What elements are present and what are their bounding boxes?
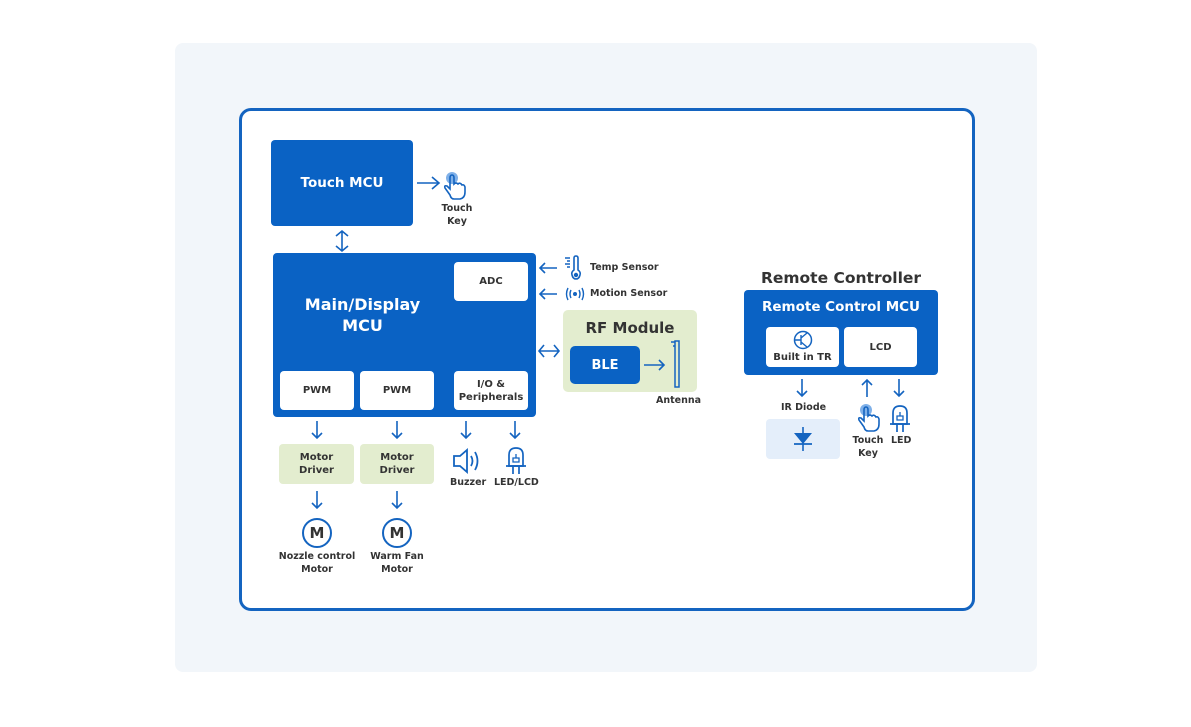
led-icon (506, 447, 526, 474)
arrow-down-icon (311, 491, 323, 510)
warm-fan-motor-label: Warm Fan Motor (370, 551, 424, 575)
arrow-down-icon (311, 421, 323, 440)
nozzle-motor-label: Nozzle control Motor (278, 551, 356, 575)
motor-icon: M (382, 518, 412, 548)
motor-icon: M (302, 518, 332, 548)
rf-module-title: RF Module (585, 319, 675, 337)
arrow-right-icon (417, 176, 441, 190)
arrow-left-icon (538, 262, 557, 274)
speaker-icon (453, 448, 479, 474)
arrow-down-icon (391, 491, 403, 510)
bidirectional-arrow-icon (537, 344, 561, 358)
pwm-box-2: PWM (360, 371, 434, 410)
remote-led-label: LED (891, 435, 912, 446)
arrow-down-icon (509, 421, 521, 440)
buzzer-label: Buzzer (450, 477, 487, 488)
arrow-right-icon (644, 359, 666, 371)
pwm-box-1: PWM (280, 371, 354, 410)
io-peripherals-box: I/O & Peripherals (454, 371, 528, 410)
ir-diode-label: IR Diode (781, 402, 827, 413)
motor-driver-box-2: Motor Driver (360, 444, 434, 484)
touch-mcu-block: Touch MCU (271, 140, 413, 226)
arrow-left-icon (538, 288, 557, 300)
motor-driver-box-1: Motor Driver (279, 444, 354, 484)
adc-box: ADC (454, 262, 528, 301)
motion-sensor-label: Motion Sensor (590, 288, 668, 299)
remote-touch-key-label: Touch Key (852, 435, 884, 459)
touch-hand-icon (857, 404, 880, 432)
diode-icon (794, 427, 812, 451)
antenna-label: Antenna (656, 395, 702, 406)
ble-block: BLE (570, 346, 640, 384)
thermometer-icon (565, 255, 582, 280)
led-lcd-label: LED/LCD (494, 477, 539, 488)
touch-key-label: Touch Key (441, 203, 473, 227)
temp-sensor-label: Temp Sensor (590, 262, 659, 273)
remote-controller-title: Remote Controller (760, 269, 922, 287)
transistor-icon (793, 330, 812, 350)
led-icon (890, 405, 910, 432)
ir-diode-box (766, 419, 840, 459)
touch-hand-icon (443, 172, 466, 200)
arrow-down-icon (893, 379, 905, 398)
bidirectional-arrow-icon (335, 229, 349, 253)
touch-mcu-label: Touch MCU (300, 175, 384, 191)
arrow-down-icon (460, 421, 472, 440)
remote-lcd-box: LCD (844, 327, 917, 367)
antenna-icon (671, 340, 680, 388)
main-mcu-label: Main/Display MCU (304, 295, 421, 335)
arrow-down-icon (796, 379, 808, 398)
built-in-tr-box: Built in TR (766, 327, 839, 367)
arrow-up-icon (861, 378, 873, 397)
motion-wave-icon (565, 287, 585, 301)
arrow-down-icon (391, 421, 403, 440)
